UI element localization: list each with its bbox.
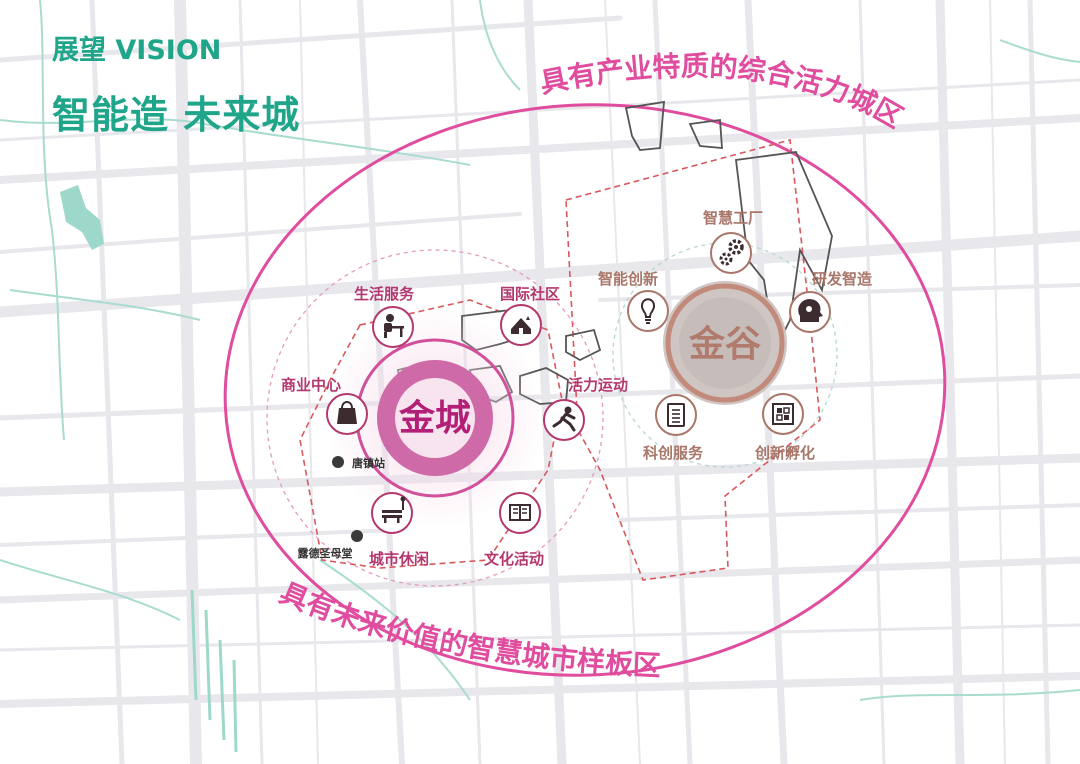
west-influence-ring xyxy=(266,249,604,587)
church-dot xyxy=(351,530,363,542)
smart-innovation-icon xyxy=(627,290,669,332)
east-district-boundary xyxy=(565,138,821,581)
west-core-name: 金城 xyxy=(398,397,471,439)
tangzhen-station-dot xyxy=(332,456,344,468)
innovation-incubation-icon xyxy=(762,393,804,435)
east-influence-ring xyxy=(612,242,838,468)
east-core-name: 金谷 xyxy=(688,323,761,365)
cultural-activities-icon xyxy=(499,492,541,534)
outer-vision-ellipse xyxy=(223,103,947,677)
church-label: 露德圣母堂 xyxy=(298,546,353,560)
canal-strips xyxy=(190,589,238,753)
pond xyxy=(60,185,104,250)
rd-manufacturing-label: 研发智造 xyxy=(812,270,872,288)
international-community-icon xyxy=(500,304,542,346)
vitality-sports-label: 活力运动 xyxy=(568,376,628,394)
urban-leisure-icon xyxy=(371,492,413,534)
living-services-label: 生活服务 xyxy=(354,285,415,303)
bottom-arc-label: 具有未来价值的智慧城市样板区 xyxy=(275,576,661,682)
smart-factory-label: 智慧工厂 xyxy=(703,209,763,227)
west-core-inner xyxy=(395,378,475,458)
cultural-activities-label: 文化活动 xyxy=(484,550,544,568)
page-title: 智能造 未来城 xyxy=(52,93,301,137)
tangzhen-station-label: 唐镇站 xyxy=(352,456,385,470)
vitality-sports-icon xyxy=(543,399,585,441)
urban-leisure-label: 城市休闲 xyxy=(369,550,429,568)
commercial-center-icon xyxy=(326,393,368,435)
top-arc-label: 具有产业特质的综合活力城区 xyxy=(537,50,908,135)
international-community-label: 国际社区 xyxy=(500,285,560,303)
smart-innovation-label: 智能创新 xyxy=(598,270,658,288)
commercial-center-label: 商业中心 xyxy=(281,376,341,394)
smart-factory-icon xyxy=(710,232,752,274)
tech-services-icon xyxy=(655,394,697,436)
waterways xyxy=(0,0,1080,701)
east-core-ring xyxy=(665,283,785,403)
living-services-icon xyxy=(372,306,414,348)
vision-kicker: 展望 VISION xyxy=(52,35,222,66)
tech-services-label: 科创服务 xyxy=(643,444,704,462)
rd-manufacturing-icon xyxy=(789,291,831,333)
east-core-inner xyxy=(679,297,771,389)
innovation-incubation-label: 创新孵化 xyxy=(754,444,815,462)
